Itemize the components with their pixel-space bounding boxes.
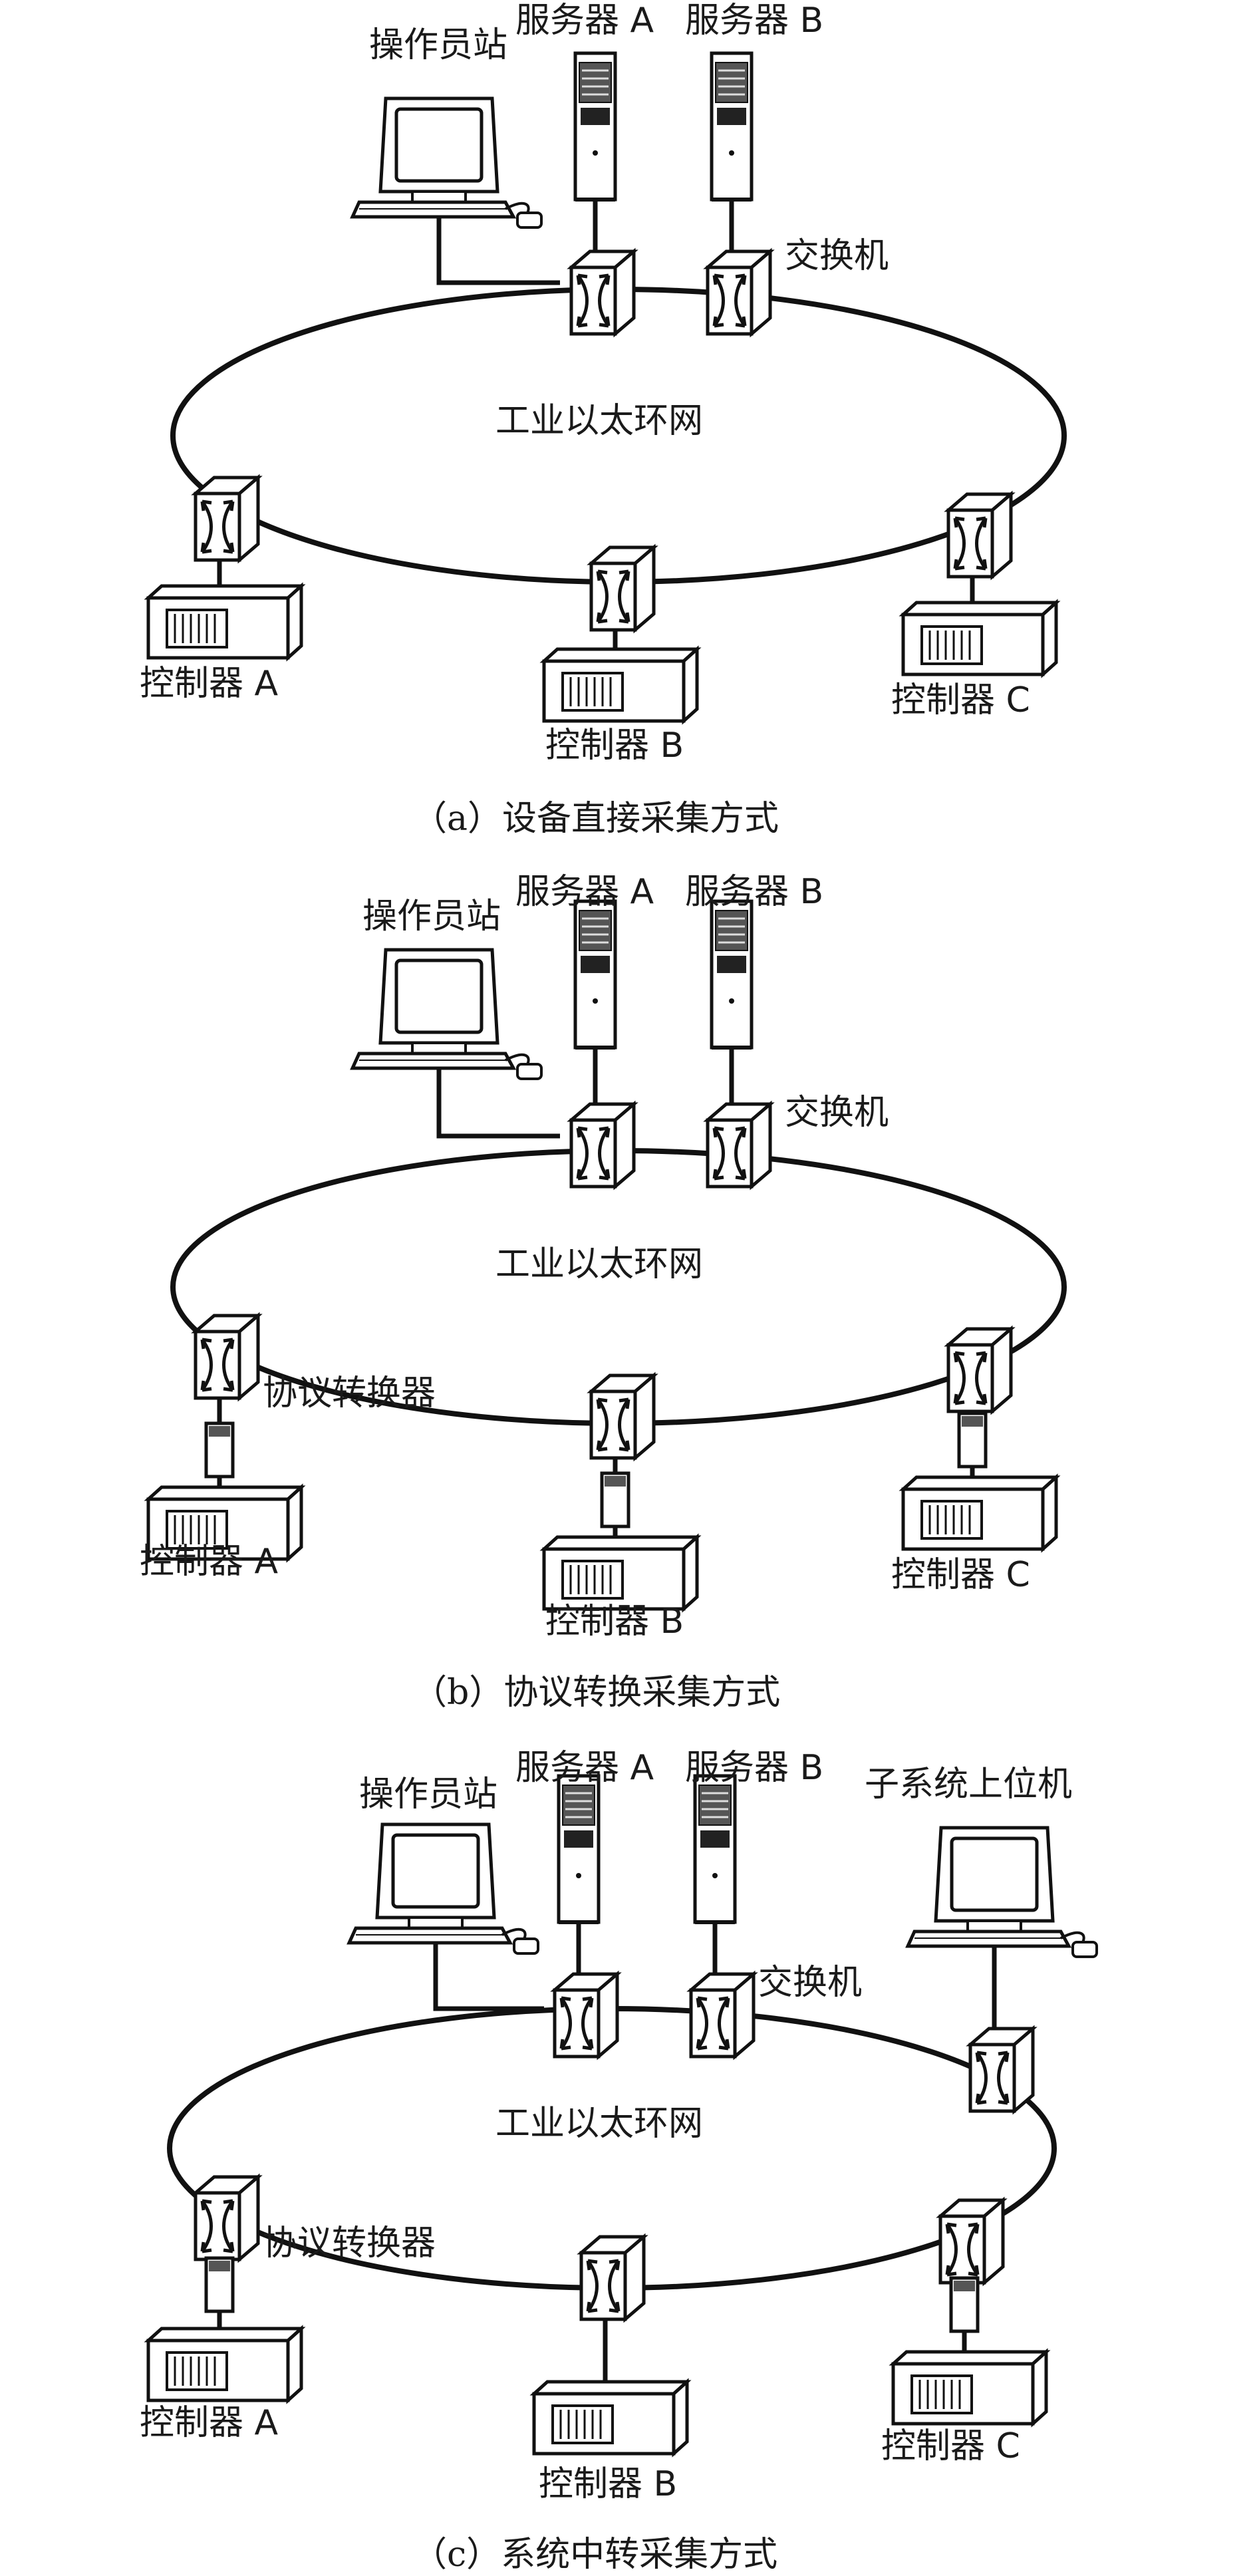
controller-a-label: 控制器 A [140, 2403, 279, 2443]
controller-icon [148, 2329, 301, 2400]
operator-label: 操作员站 [369, 25, 507, 65]
switch-icon [196, 2177, 258, 2259]
panel-c: 操作员站 服务器 A 服务器 B 子系统上位机 交换机 工业以太环网 协议转换器… [140, 1748, 1097, 2575]
controller-c-label: 控制器 C [881, 2426, 1020, 2466]
server-icon [559, 1776, 599, 1922]
protocol-converter-label: 协议转换器 [263, 2223, 436, 2263]
operator-workstation-icon [349, 1824, 538, 1953]
switch-icon [940, 2200, 1003, 2283]
server-icon [712, 53, 752, 200]
operator-workstation-icon [352, 98, 541, 227]
switch-icon [196, 1316, 258, 1398]
operator-workstation-icon [352, 950, 541, 1079]
switch-icon [948, 494, 1011, 577]
switch-label: 交换机 [785, 236, 889, 276]
switch-icon [970, 2029, 1033, 2111]
controller-icon [544, 1537, 697, 1609]
controller-b-label: 控制器 B [539, 2464, 677, 2504]
switch-icon [948, 1329, 1011, 1411]
ring-label: 工业以太环网 [495, 1244, 703, 1284]
ring-label: 工业以太环网 [495, 2104, 703, 2144]
panel-a: 操作员站 服务器 A 服务器 B 交换机 工业以太环网 控制器 A 控制器 B … [140, 1, 1067, 839]
switch-icon [708, 1104, 770, 1187]
switch-icon [581, 2237, 644, 2319]
controller-b-label: 控制器 B [545, 726, 684, 766]
controller-icon [893, 2352, 1046, 2424]
switch-label: 交换机 [758, 1963, 862, 2003]
controller-icon [148, 586, 301, 658]
server-a-label: 服务器 A [515, 1748, 654, 1788]
controller-icon [544, 649, 697, 721]
server-icon [575, 901, 615, 1048]
switch-icon [591, 547, 654, 630]
server-b-label: 服务器 B [685, 872, 823, 912]
protocol-converter-icon [951, 2278, 978, 2331]
subsystem-host-icon [908, 1828, 1097, 1957]
server-a-label: 服务器 A [515, 872, 654, 912]
switch-icon [196, 478, 258, 560]
caption-a: （a）设备直接采集方式 [412, 799, 779, 839]
caption-b: （b）协议转换采集方式 [412, 1673, 780, 1713]
protocol-converter-icon [959, 1413, 986, 1467]
server-b-label: 服务器 B [685, 1, 823, 41]
switch-icon [571, 1104, 634, 1187]
server-b-label: 服务器 B [685, 1748, 823, 1788]
controller-icon [903, 1477, 1056, 1549]
switch-icon [571, 251, 634, 334]
switch-icon [591, 1375, 654, 1458]
protocol-converter-icon [206, 2258, 233, 2311]
server-icon [575, 53, 615, 200]
server-icon [695, 1776, 735, 1922]
caption-c: （c）系统中转采集方式 [412, 2535, 777, 2575]
panel-b: 操作员站 服务器 A 服务器 B 交换机 工业以太环网 协议转换器 控制器 A … [140, 872, 1067, 1713]
switch-icon [691, 1974, 754, 2057]
ring-label: 工业以太环网 [495, 401, 703, 441]
controller-b-label: 控制器 B [545, 1602, 684, 1642]
protocol-converter-icon [206, 1423, 233, 1477]
controller-icon [534, 2382, 687, 2454]
controller-a-label: 控制器 A [140, 1542, 279, 1582]
protocol-converter-label: 协议转换器 [263, 1373, 436, 1413]
controller-c-label: 控制器 C [891, 1555, 1030, 1595]
operator-label: 操作员站 [359, 1775, 497, 1814]
switch-icon [708, 251, 770, 334]
switch-label: 交换机 [785, 1093, 889, 1133]
operator-label: 操作员站 [362, 897, 501, 936]
subsystem-host-label: 子系统上位机 [865, 1765, 1072, 1804]
switch-icon [555, 1974, 617, 2057]
protocol-converter-icon [602, 1473, 628, 1526]
server-a-label: 服务器 A [515, 1, 654, 41]
controller-icon [903, 603, 1056, 674]
controller-a-label: 控制器 A [140, 664, 279, 704]
controller-c-label: 控制器 C [891, 680, 1030, 720]
server-icon [712, 901, 752, 1048]
